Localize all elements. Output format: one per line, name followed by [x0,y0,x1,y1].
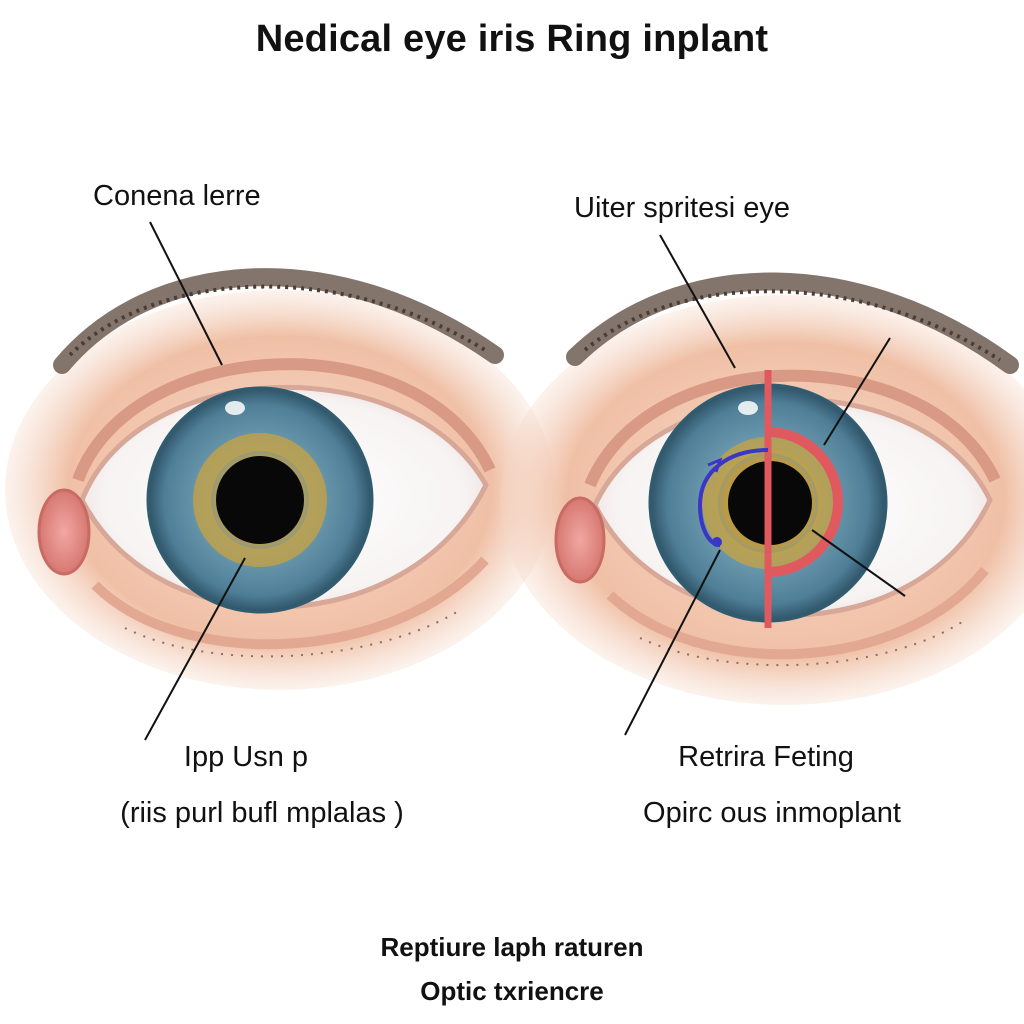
implant-red-ring [767,427,843,577]
left-top-label-leader [149,221,223,366]
right-bottom-label-1: Retrira Feting [678,741,854,773]
left-eye-upper-lid [72,358,496,483]
left-bottom-label-2: (riis purl bufl mplalas ) [120,797,404,829]
left-eye-brow [53,268,504,374]
left-eye-brow-hair [68,284,487,357]
left-eye-caruncle [37,488,91,576]
right-eye-upper-lid [584,369,1001,488]
implant-blue-tick-top [707,457,723,473]
implant-blue-end [712,537,722,547]
left-eye-pupil [216,456,304,544]
right-eye-highlight [738,401,758,415]
left-eye [5,221,555,741]
implant-blue-ring [697,448,769,547]
right-top-label-leader [659,234,736,369]
left-top-label: Conena lerre [93,180,261,212]
right-eye [500,234,1024,736]
left-eye-lower-lid [91,556,489,650]
right-bottom-label-leader [624,549,721,736]
caption-line-2: Optic txriencre [420,976,604,1006]
left-eye-iris-gold-ring [193,433,327,567]
page-title: Nedical eye iris Ring inplant [255,18,769,60]
right-eye-caruncle [554,496,606,584]
right-implant-leader [823,337,891,446]
caption-line-1: Reptiure laph raturen [380,932,644,962]
right-eye-lower-lid [606,566,989,660]
right-lower-implant-leader [811,529,906,597]
left-bottom-label-1: Ipp Usn p [183,741,309,773]
left-bottom-label-leader [144,557,246,741]
right-bottom-label-2: Opirc ous inmoplant [643,797,901,829]
right-top-label: Uiter spritesi eye [574,192,790,224]
right-eye-brow [566,272,1019,374]
left-eye-highlight [225,401,245,415]
